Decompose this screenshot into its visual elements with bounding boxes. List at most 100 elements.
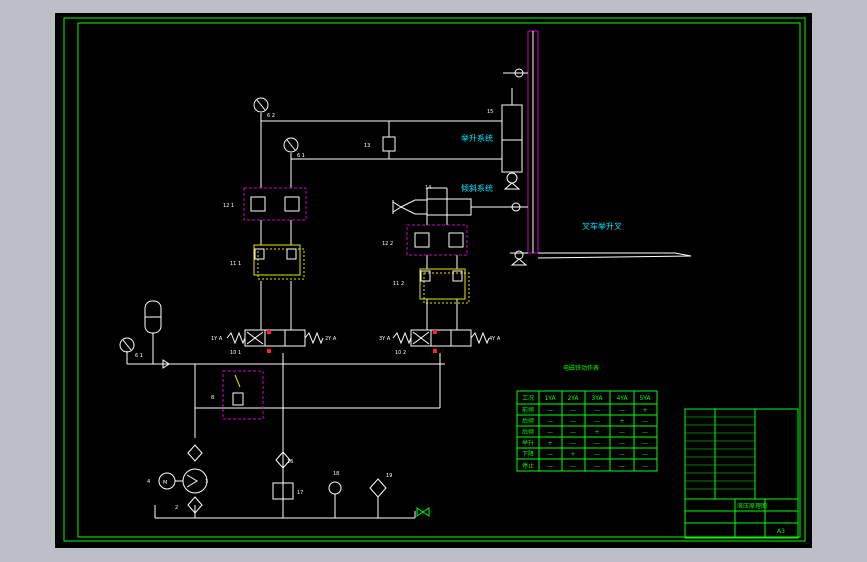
table-cell: — <box>642 418 648 425</box>
gauge-left: 6 1 <box>119 337 143 359</box>
filter-16: 16 17 <box>272 451 303 500</box>
accumulator <box>144 300 162 343</box>
label-c18: 18 <box>333 471 339 477</box>
table-header-cell: 5YA <box>639 395 651 402</box>
table-cell: — <box>547 407 553 414</box>
label-4ya: 4Y A <box>489 336 501 342</box>
svg-text:6 2: 6 2 <box>267 113 275 119</box>
check-valve <box>162 359 170 369</box>
table-header-cell: 1YA <box>544 395 556 402</box>
table-cell: — <box>570 463 576 470</box>
table-cell: — <box>619 451 625 458</box>
table-cell: — <box>547 418 553 425</box>
svg-text:4: 4 <box>147 479 150 485</box>
table-cell: — <box>594 463 600 470</box>
table-header-cell: 2YA <box>567 395 579 402</box>
table-cell: — <box>642 463 648 470</box>
table-cell: + <box>619 418 624 425</box>
table-header-cell: 4YA <box>616 395 628 402</box>
label-tilt-system: 倾斜系统 <box>461 183 493 193</box>
valve-13: 13 <box>364 121 396 159</box>
label-c17: 17 <box>297 490 303 496</box>
label-2ya: 2Y A <box>325 336 337 342</box>
table-cell: — <box>594 451 600 458</box>
valve-11-2: 11 2 <box>393 268 470 304</box>
table-header-cell: 工况 <box>522 395 534 402</box>
svg-text:M: M <box>163 480 167 486</box>
label-c10-1: 10 1 <box>230 350 241 356</box>
directional-valve-10-1: 1Y A 2Y A 10 1 <box>211 329 337 356</box>
table-cell: 下降 <box>522 450 534 458</box>
cad-viewport[interactable]: 15 14 举升系统 倾斜系统 叉车举升叉 <box>55 13 812 548</box>
label-c15: 15 <box>487 109 493 115</box>
pump-motor: M 4 3 2 <box>147 444 208 514</box>
svg-text:6 1: 6 1 <box>297 153 305 159</box>
label-c12-2: 12 2 <box>382 241 393 247</box>
table-cell: — <box>619 440 625 447</box>
gauge-6-1: 6 1 <box>283 137 305 159</box>
table-cell: 前倾 <box>522 406 534 414</box>
table-cell: — <box>594 407 600 414</box>
table-cell: — <box>642 440 648 447</box>
hydraulic-schematic: 15 14 举升系统 倾斜系统 叉车举升叉 <box>63 17 806 542</box>
sheet-size: A3 <box>777 528 785 535</box>
table-cell: — <box>642 429 648 436</box>
table-cell: — <box>570 418 576 425</box>
table-cell: 停止 <box>522 462 534 470</box>
label-c10-2: 10 2 <box>395 350 406 356</box>
table-cell: 后倾 <box>522 417 534 425</box>
title-block: 液压原理图 A3 <box>684 408 799 539</box>
table-cell: 举升 <box>522 439 534 447</box>
label-3ya: 3Y A <box>379 336 391 342</box>
solenoid-table: 电磁铁动作表 <box>516 364 658 472</box>
table-cell: — <box>547 429 553 436</box>
directional-valve-10-2: 3Y A 4Y A 10 2 <box>379 329 501 356</box>
component-18: 18 <box>328 471 342 518</box>
table-cell: — <box>619 407 625 414</box>
filter-19: 19 <box>369 473 392 518</box>
valve-12-1: 12 1 <box>223 187 307 221</box>
valve-8: 8 <box>211 370 264 420</box>
table-cell: + <box>642 407 647 414</box>
label-forklift-fork: 叉车举升叉 <box>582 221 622 231</box>
table-header-cell: 3YA <box>591 395 603 402</box>
inner-frame <box>77 22 801 538</box>
gauge-6-2: 6 2 <box>253 97 275 119</box>
label-1ya: 1Y A <box>211 336 223 342</box>
lift-cylinder-15: 15 <box>487 88 523 190</box>
mast <box>503 30 692 266</box>
svg-text:16: 16 <box>287 459 293 465</box>
valve-11-1: 11 1 <box>230 244 305 280</box>
label-c12-1: 12 1 <box>223 203 234 209</box>
table-cell: — <box>570 407 576 414</box>
label-c13: 13 <box>364 143 370 149</box>
table-cell: + <box>594 429 599 436</box>
table-cell: — <box>570 429 576 436</box>
valve-12-2: 12 2 <box>382 224 468 256</box>
table-cell: — <box>547 451 553 458</box>
label-c19: 19 <box>386 473 392 479</box>
table-cell: — <box>570 440 576 447</box>
table-cell: — <box>594 418 600 425</box>
label-c11-1: 11 1 <box>230 261 241 267</box>
table-cell: — <box>642 451 648 458</box>
table-title: 电磁铁动作表 <box>563 364 599 372</box>
drawing-name: 液压原理图 <box>737 502 767 510</box>
svg-text:6 1: 6 1 <box>135 353 143 359</box>
drain-valve <box>416 507 430 517</box>
label-c11-2: 11 2 <box>393 281 404 287</box>
table-cell: — <box>547 463 553 470</box>
table-cell: + <box>547 440 552 447</box>
solenoid-table-text: 工况 1YA 2YA 3YA 4YA 5YA 前倾 — — — — + 后倾 — — — + — 后倾 — — + — — 举升… <box>522 395 651 470</box>
svg-text:3: 3 <box>205 479 208 485</box>
table-cell: — <box>619 429 625 436</box>
label-lift-system: 举升系统 <box>461 133 493 143</box>
table-cell: — <box>619 463 625 470</box>
table-cell: 后倾 <box>522 428 534 436</box>
svg-text:8: 8 <box>211 395 214 401</box>
outer-frame <box>63 17 806 542</box>
table-cell: — <box>594 440 600 447</box>
svg-text:2: 2 <box>175 505 178 511</box>
pipelines <box>126 113 502 519</box>
table-cell: + <box>570 451 575 458</box>
